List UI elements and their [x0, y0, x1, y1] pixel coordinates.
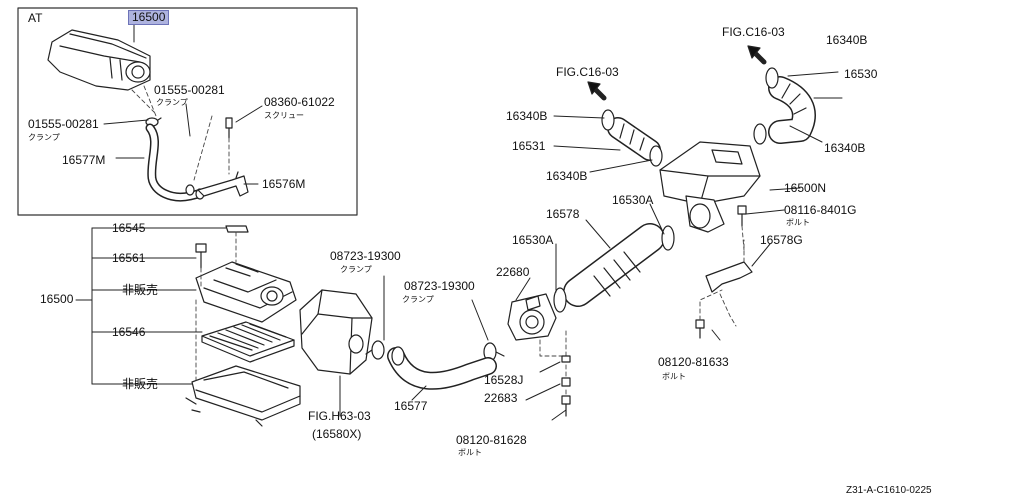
label-not-sold-2: 非販売 — [122, 377, 159, 391]
hose-16531-icon — [607, 117, 661, 161]
duct-16578-icon — [563, 223, 665, 307]
label-bolt-08116: 08116-8401G — [784, 203, 857, 217]
label-16561: 16561 — [112, 251, 146, 265]
sublabel-bolt-b: ボルト — [786, 218, 810, 227]
label-hose-16577m: 16577M — [62, 153, 106, 167]
label-fig-h63: FIG.H63-03 — [308, 409, 371, 423]
sublabel-clamp-a: クランプ — [28, 133, 60, 142]
label-16530a-upper: 16530A — [612, 193, 654, 207]
arrow-up-left-1-icon — [587, 81, 607, 101]
label-16340b-4: 16340B — [824, 141, 866, 155]
hose-16530-icon — [768, 76, 816, 144]
label-22683: 22683 — [484, 391, 518, 405]
clamp-16340b-3-icon — [765, 67, 779, 89]
label-16340b-1: 16340B — [506, 109, 548, 123]
label-clamp-01555-b: 01555-00281 — [154, 83, 225, 97]
sublabel-bolt-a: ボルト — [458, 448, 482, 457]
label-16340b-3: 16340B — [826, 33, 868, 47]
filter-element-16546-icon — [201, 321, 295, 363]
label-bolt-08120-b: 08120-81633 — [658, 355, 729, 369]
inset-screw-icon — [225, 117, 233, 139]
label-16546: 16546 — [112, 325, 146, 339]
inset-air-cleaner-icon — [47, 29, 151, 91]
hose-16577-icon — [387, 346, 497, 390]
sublabel-clamp-c: クランプ — [340, 265, 372, 274]
label-clamp-01555-a: 01555-00281 — [28, 117, 99, 131]
label-16500: 16500 — [40, 292, 74, 306]
label-bolt-08120-a: 08120-81628 — [456, 433, 527, 447]
highlighted-part-number[interactable]: 16500 — [128, 10, 170, 25]
sublabel-bolt-c: ボルト — [662, 372, 686, 381]
label-bracket-16576m: 16576M — [262, 177, 306, 191]
label-screw-08360: 08360-61022 — [264, 95, 335, 109]
sublabel-clamp-b: クランプ — [156, 98, 188, 107]
clamp-16340b-4-icon — [753, 123, 767, 145]
diagram-code: Z31-A-C1610-0225 — [846, 485, 932, 496]
inset-hose-icon — [145, 123, 205, 202]
cover-plate-16545-icon — [225, 225, 249, 233]
label-clamp-08723-a: 08723-19300 — [330, 249, 401, 263]
label-22680: 22680 — [496, 265, 530, 279]
label-16578g: 16578G — [760, 233, 803, 247]
label-16577: 16577 — [394, 399, 428, 413]
bolt-08116-icon — [737, 205, 747, 227]
label-clamp-08723-b: 08723-19300 — [404, 279, 475, 293]
label-16580x: (16580X) — [312, 427, 362, 441]
nut-22683-icon — [561, 377, 571, 387]
bracket-16578g-icon — [705, 261, 753, 293]
bolt-08120-a-icon — [561, 395, 571, 417]
clamp-16340b-1-icon — [601, 109, 615, 131]
grommet-16528j-icon — [561, 355, 571, 363]
inset-bracket-icon — [197, 171, 249, 197]
label-16531: 16531 — [512, 139, 546, 153]
label-16545: 16545 — [112, 221, 146, 235]
label-16500n: 16500N — [784, 181, 827, 195]
clamp-16340b-2-icon — [649, 145, 663, 167]
arrow-up-left-2-icon — [747, 45, 767, 65]
airflow-meter-22680-icon — [507, 293, 557, 341]
bolt-16561-icon — [195, 243, 207, 269]
label-fig-c16-right: FIG.C16-03 — [722, 25, 785, 39]
air-cleaner-upper-case-icon — [195, 261, 297, 323]
label-16530: 16530 — [844, 67, 878, 81]
label-16578: 16578 — [546, 207, 580, 221]
label-16340b-2: 16340B — [546, 169, 588, 183]
label-not-sold-1: 非販売 — [122, 283, 159, 297]
sublabel-clamp-d: クランプ — [402, 295, 434, 304]
inset-frame — [17, 7, 358, 216]
air-chamber-16500n-icon — [659, 141, 761, 233]
resonator-16580x-icon — [299, 289, 373, 375]
clamp-16530a-upper-icon — [661, 225, 675, 251]
bolt-08120-b-icon — [695, 319, 705, 339]
inset-title: AT — [28, 11, 43, 25]
label-16530a-lower: 16530A — [512, 233, 554, 247]
label-16528j: 16528J — [484, 373, 524, 387]
clamp-16530a-lower-icon — [553, 287, 567, 313]
air-cleaner-lower-case-icon — [185, 365, 301, 427]
clamp-08723-a-icon — [365, 340, 385, 360]
label-fig-c16-left: FIG.C16-03 — [556, 65, 619, 79]
sublabel-screw: スクリュー — [264, 111, 304, 120]
